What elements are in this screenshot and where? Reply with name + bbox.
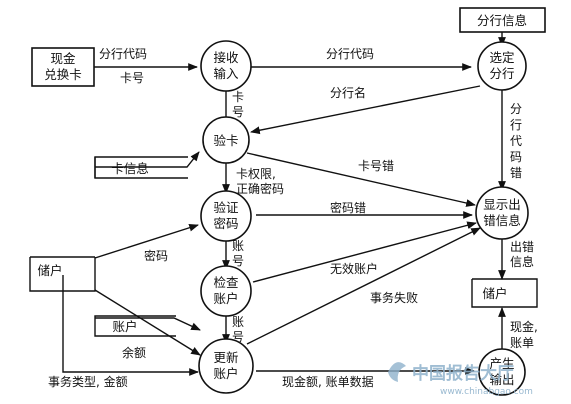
label-card-no-error: 卡号错 <box>358 159 394 173</box>
label-err-3: 代 <box>510 134 522 148</box>
label-cash-amount-data: 现金额, 账单数据 <box>282 374 374 389</box>
svg-text:账户: 账户 <box>213 366 238 381</box>
label-txn-fail: 事务失败 <box>370 290 418 305</box>
store-account: 账户 <box>94 315 176 337</box>
label-branch-name: 分行名 <box>330 85 366 100</box>
label-txn-type-amount: 事务类型, 金额 <box>48 374 128 389</box>
label-cash: 现金, <box>510 319 538 334</box>
label-card-perm: 卡权限, <box>236 167 276 181</box>
svg-text:显示出: 显示出 <box>483 197 521 212</box>
svg-text:储户: 储户 <box>482 286 507 301</box>
svg-text:选定: 选定 <box>489 50 514 65</box>
svg-text:储户: 储户 <box>37 263 62 278</box>
process-verify-card: 验卡 <box>202 116 250 164</box>
label-card-no: 卡号 <box>120 71 144 85</box>
label-pwd-error: 密码错 <box>330 200 366 215</box>
label-correct-pwd: 正确密码 <box>236 181 284 196</box>
flow-deposit-to-update <box>62 275 199 376</box>
flow-update-to-error <box>246 227 481 345</box>
flow-cardinfo-to-verifycard <box>95 151 200 168</box>
label-info: 信息 <box>510 254 534 269</box>
svg-text:验卡: 验卡 <box>213 133 238 148</box>
watermark: 中国报告大厅 www.chinabgao.com <box>388 362 533 397</box>
store-deposit-left: 储户 <box>29 256 96 292</box>
svg-text:账户: 账户 <box>112 319 137 334</box>
svg-text:卡信息: 卡信息 <box>111 161 149 176</box>
label-balance: 余额 <box>122 345 146 360</box>
flow-verifycard-to-error <box>246 152 476 207</box>
label-branch-code: 分行代码 <box>99 47 147 61</box>
svg-text:验证: 验证 <box>213 200 239 215</box>
svg-text:接收: 接收 <box>213 50 239 65</box>
label-error: 出错 <box>510 240 534 254</box>
flow-lines <box>62 32 506 376</box>
label-branch-code-2: 分行代码 <box>326 47 374 61</box>
process-verify-password: 验证 密码 <box>200 190 252 242</box>
svg-text:兑换卡: 兑换卡 <box>44 67 82 82</box>
process-display-error: 显示出 错信息 <box>475 186 529 240</box>
watermark-text: 中国报告大厅 <box>412 363 514 384</box>
svg-text:分行: 分行 <box>489 66 514 81</box>
flow-deposit-balance <box>94 289 201 356</box>
label-acct-no-2: 号 <box>232 330 244 344</box>
label-err-4: 码 <box>510 150 522 164</box>
svg-text:更新: 更新 <box>213 350 238 365</box>
svg-text:产生: 产生 <box>489 356 514 371</box>
process-update-account: 更新 账户 <box>198 338 254 394</box>
svg-text:账户: 账户 <box>213 291 238 306</box>
store-card-info: 卡信息 <box>94 156 188 179</box>
svg-text:输入: 输入 <box>213 66 239 81</box>
flow-check-to-error <box>252 221 477 283</box>
flow-labels: 分行代码 卡号 分行代码 分行名 卡 号 分 行 代 码 错 卡号错 卡权限, … <box>48 47 538 389</box>
svg-text:错信息: 错信息 <box>483 213 521 228</box>
label-password: 密码 <box>144 248 168 263</box>
process-select-branch: 选定 分行 <box>477 41 527 91</box>
flow-account-to-update <box>95 317 201 331</box>
flow-deposit-to-verifypwd <box>94 223 199 259</box>
svg-text:检查: 检查 <box>213 275 239 290</box>
label-acct-no: 号 <box>232 254 244 268</box>
svg-text:现金: 现金 <box>50 51 76 66</box>
external-branch-info: 分行信息 <box>459 7 546 33</box>
process-check-account: 检查 账户 <box>200 265 252 317</box>
label-card: 卡 <box>232 90 244 104</box>
label-no: 号 <box>232 105 244 119</box>
process-receive-input: 接收 输入 <box>200 40 252 92</box>
svg-text:输出: 输出 <box>489 372 514 387</box>
label-err-5: 错 <box>510 166 522 180</box>
svg-text:分行信息: 分行信息 <box>477 13 527 28</box>
svg-text:密码: 密码 <box>213 216 238 231</box>
label-acct-2: 账 <box>232 315 244 329</box>
label-err-2: 行 <box>510 118 522 132</box>
label-err-1: 分 <box>510 102 522 116</box>
watermark-url: www.chinabgao.com <box>440 387 533 397</box>
external-cash-card: 现金 兑换卡 <box>31 47 95 87</box>
watermark-logo-icon <box>388 362 406 382</box>
label-acct: 账 <box>232 239 244 253</box>
label-bill: 账单 <box>510 336 534 350</box>
label-invalid-account: 无效账户 <box>330 261 378 276</box>
process-produce-output: 产生 输出 <box>478 348 526 396</box>
flow-select-to-verifycard <box>250 85 481 135</box>
store-deposit-right: 储户 <box>471 278 538 308</box>
